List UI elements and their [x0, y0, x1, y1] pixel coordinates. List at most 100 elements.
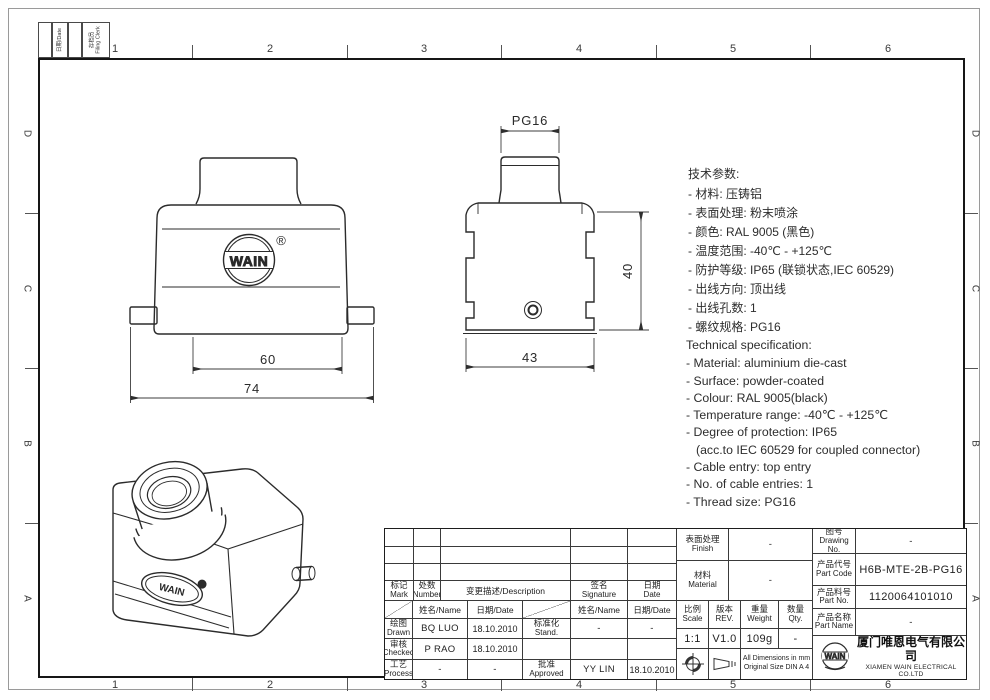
first-angle-projection-icon: [713, 657, 735, 671]
approved-name: YY LIN: [571, 660, 628, 679]
zone-col-label: 6: [884, 43, 892, 55]
zone-col-label: 1: [111, 679, 119, 691]
zone-col-label: 1: [111, 43, 119, 55]
note-item: - 温度范围: -40℃ - +125℃: [688, 244, 832, 258]
cell-empty: [441, 547, 571, 564]
registered-mark: ®: [276, 233, 286, 248]
tick-mark: [965, 213, 978, 214]
drawing-no-value: -: [856, 529, 966, 554]
tick-mark: [192, 45, 193, 58]
cell-empty: [628, 639, 677, 660]
iso-peg: [291, 565, 316, 582]
cell-empty: [571, 639, 628, 660]
checked-label: 审核Checked: [385, 639, 413, 660]
company-name-cn: 厦门唯恩电气有限公司: [856, 636, 965, 663]
tick-mark: [25, 368, 38, 369]
name-column-header: 姓名/Name: [413, 601, 468, 619]
tick-mark: [810, 45, 811, 58]
checked-name: P RAO: [413, 639, 468, 660]
tick-mark: [25, 213, 38, 214]
cell-empty: [385, 529, 414, 547]
projection-symbol-cell: [709, 649, 741, 679]
tick-mark: [965, 523, 978, 524]
drawn-date: 18.10.2010: [468, 619, 523, 639]
note-item: - 表面处理: 粉末喷涂: [688, 206, 798, 220]
note-item: - 颜色: RAL 9005 (黑色): [688, 225, 815, 239]
process-name: -: [413, 660, 468, 679]
cell-diagonal: [523, 601, 571, 619]
zone-col-label: 5: [729, 679, 737, 691]
notes-cn-title: 技术参数:: [688, 167, 740, 181]
name-column-header: 姓名/Name: [571, 601, 628, 619]
finish-value: -: [729, 529, 813, 561]
note-item: - Temperature range: -40℃ - +125℃: [686, 408, 889, 423]
stand-date: -: [628, 619, 677, 639]
dimension-74: [130, 327, 374, 403]
process-date: -: [468, 660, 523, 679]
note-item: - Degree of protection: IP65: [686, 425, 838, 440]
dim-pg16-label: PG16: [512, 113, 548, 128]
dim-60-label: 60: [260, 352, 276, 367]
dimension-43: [465, 338, 595, 372]
weight-value: 109g: [741, 629, 779, 649]
note-item: - Cable entry: top entry: [686, 460, 812, 475]
notes-cn-list: - 材料: 压铸铝 - 表面处理: 粉末喷涂 - 颜色: RAL 9005 (黑…: [688, 185, 958, 337]
note-item: - 螺纹规格: PG16: [688, 320, 781, 334]
date-column-header: 日期/Date: [628, 601, 677, 619]
cell-empty: [523, 639, 571, 660]
cell-empty: [414, 564, 441, 581]
wain-company-logo-text: WAIN: [825, 652, 846, 661]
drawn-name: BQ LUO: [413, 619, 468, 639]
filing-date-cell: 日期/Date: [52, 22, 68, 58]
note-item: - No. of cable entries: 1: [686, 477, 814, 492]
cell-empty: [414, 529, 441, 547]
front-view: WAIN ® 60 74: [129, 157, 375, 403]
note-item: - 出线方向: 顶出线: [688, 282, 786, 296]
cell-empty: [628, 529, 677, 547]
center-mark-icon: [681, 653, 704, 675]
note-item: - Material: aluminium die-cast: [686, 356, 847, 371]
qty-value: -: [779, 629, 813, 649]
zone-col-label: 4: [575, 43, 583, 55]
note-item: - 防护等级: IP65 (联锁状态,IEC 60529): [688, 263, 895, 277]
cell-diagonal: [385, 601, 413, 619]
notes-english: Technical specification: - Material: alu…: [686, 337, 966, 511]
zone-col-label: 5: [729, 43, 737, 55]
date-column-header: 日期/Date: [468, 601, 523, 619]
zone-col-label: 2: [266, 679, 274, 691]
filing-cell-empty: [38, 22, 52, 58]
wain-logo-text: WAIN: [230, 253, 269, 269]
cell-empty: [385, 547, 414, 564]
tick-mark: [656, 678, 657, 691]
dim-74-label: 74: [244, 381, 260, 396]
tick-mark: [25, 523, 38, 524]
zone-col-label: 4: [575, 679, 583, 691]
note-item: - Thread size: PG16: [686, 494, 796, 509]
iso-cylinder: [131, 460, 227, 561]
iso-wain-logo: WAIN: [141, 571, 207, 607]
tick-mark: [347, 45, 348, 58]
tick-mark: [501, 45, 502, 58]
cell-empty: [628, 547, 677, 564]
side-view: PG16 40 43: [463, 113, 649, 372]
cell-empty: [441, 529, 571, 547]
tick-mark: [656, 45, 657, 58]
filing-cell-empty: [68, 22, 82, 58]
checked-date: 18.10.2010: [468, 639, 523, 660]
cell-empty: [571, 547, 628, 564]
zone-col-label: 3: [420, 679, 428, 691]
wain-company-logo: WAIN: [821, 641, 849, 670]
approved-date: 18.10.2010: [628, 660, 677, 679]
